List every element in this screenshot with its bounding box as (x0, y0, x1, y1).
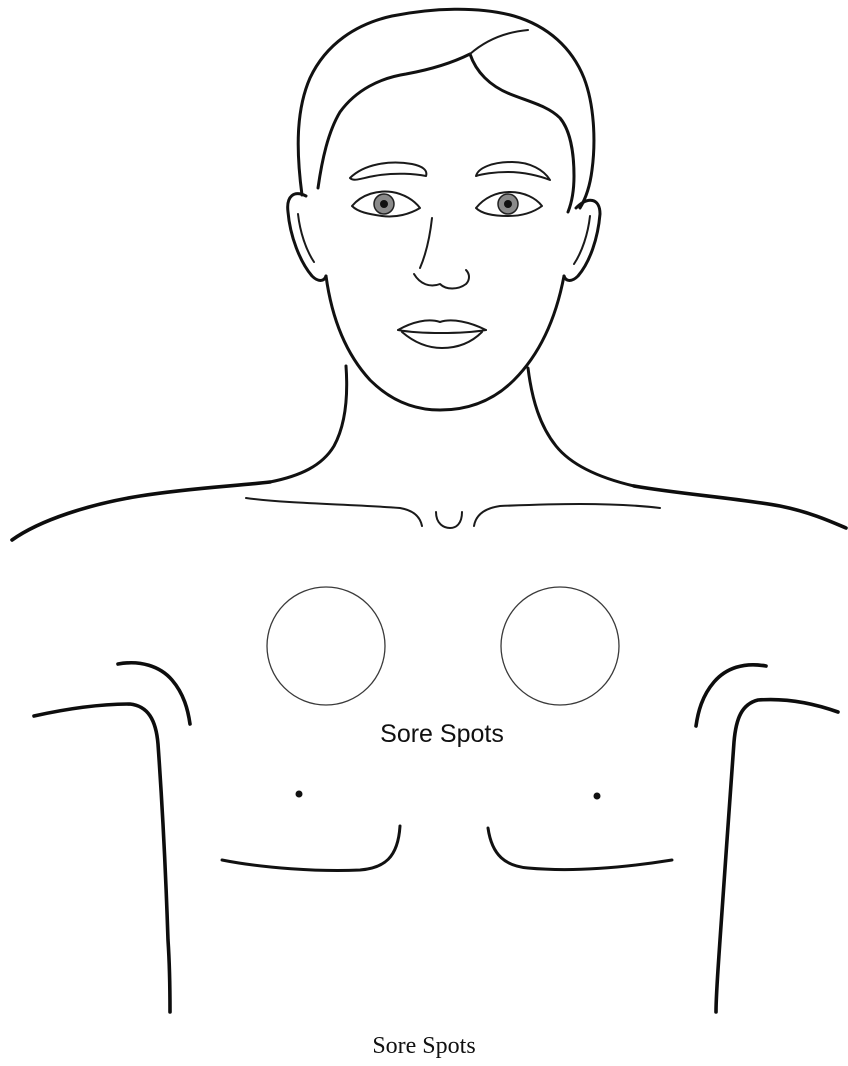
sore-spots-label: Sore Spots (380, 720, 504, 748)
left-pectoral-line (222, 826, 400, 871)
figure-caption: Sore Spots (0, 1032, 848, 1060)
left-nipple (296, 791, 303, 798)
neck-left (270, 366, 347, 482)
left-sore-spot-circle (267, 587, 385, 705)
neck-and-shoulders (12, 366, 846, 540)
right-pectoral-line (488, 828, 672, 870)
mouth-line (398, 330, 486, 333)
face-features (350, 162, 550, 348)
right-nipple (594, 793, 601, 800)
nose-base (414, 270, 469, 289)
right-armpit-curve (696, 665, 766, 726)
right-pupil (504, 200, 512, 208)
right-shoulder (634, 486, 846, 528)
left-ear (288, 194, 326, 281)
neck-right (528, 368, 634, 486)
hair-inner-line (318, 54, 574, 212)
left-collarbone (246, 498, 422, 526)
right-arm-inner (716, 700, 838, 1013)
right-collarbone (474, 504, 660, 526)
head-outline (288, 9, 600, 410)
lower-lip (402, 332, 482, 348)
nose-bridge (420, 218, 432, 268)
right-sore-spot-circle (501, 587, 619, 705)
sternal-notch (436, 512, 462, 528)
left-shoulder (12, 482, 270, 540)
hair-part-strand (470, 30, 528, 54)
arms-and-torso (34, 663, 838, 1012)
left-pupil (380, 200, 388, 208)
left-eyebrow (350, 163, 426, 180)
right-eyebrow (476, 162, 550, 180)
left-armpit-curve (118, 663, 190, 724)
left-arm-inner (34, 704, 170, 1012)
right-ear-inner (574, 216, 590, 264)
upper-lip (398, 320, 486, 330)
jawline (326, 276, 564, 410)
